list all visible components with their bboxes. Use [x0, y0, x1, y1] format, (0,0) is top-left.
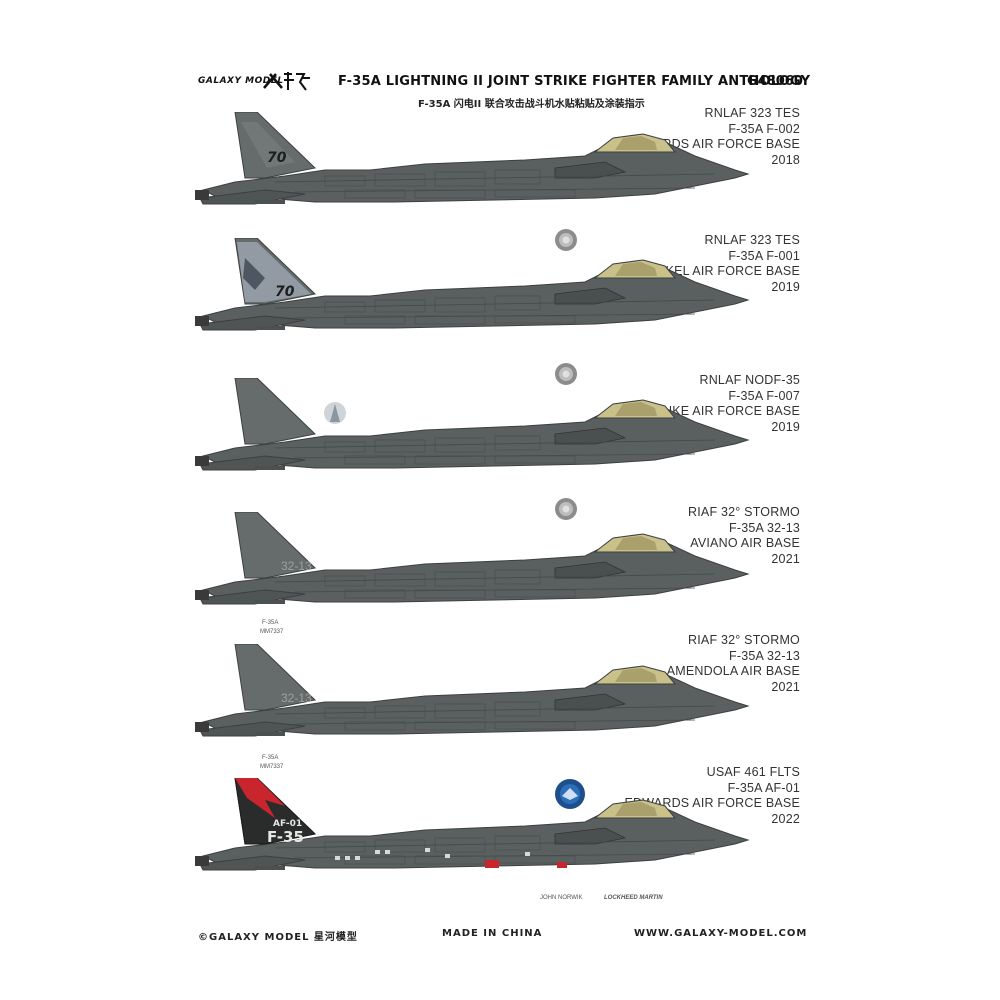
scheme-unit: USAF 461 FLTS [706, 765, 800, 779]
aircraft-profile-1: 70 [195, 112, 750, 222]
aircraft-profile-5: 32-13 [195, 644, 750, 754]
aircraft-profile-6: AF-01 F-35 [195, 778, 750, 888]
scheme-year: 2021 [771, 679, 800, 694]
tail-number: 70 [275, 284, 295, 300]
rear-tag: F-35A [262, 620, 279, 626]
scheme-serial: F-35A 32-13 [729, 648, 800, 663]
maker-logo-text: LOCKHEED MARTIN [604, 895, 663, 901]
scheme-base: LUKE AIR FORCE BASE [655, 404, 800, 418]
tail-code: AF-01 [273, 819, 302, 829]
tail-number: 32-13 [281, 559, 312, 573]
scheme-serial: F-35A 32-13 [729, 520, 800, 535]
sheet-subtitle: F-35A 闪电II 联合攻击战斗机水贴粘贴及涂装指示 [418, 99, 645, 110]
tail-type: F-35 [267, 828, 304, 846]
squadron-patch-icon [555, 779, 585, 809]
scheme-base: AVIANO AIR BASE [690, 536, 800, 550]
rear-tag: F-35A [262, 755, 279, 761]
scheme-unit: RIAF 32° STORMO [688, 633, 800, 647]
scheme-year: 2019 [771, 279, 800, 294]
squadron-emblem-icon [324, 402, 346, 424]
header: GALAXY MODEL F-35A LIGHTNING II JOINT ST… [0, 72, 1000, 112]
scheme-unit: RIAF 32° STORMO [688, 505, 800, 519]
scheme-caption-3: RNLAF NODF-35 F-35A F-007 LUKE AIR FORCE… [580, 373, 800, 435]
website-link[interactable]: WWW.GALAXY-MODEL.COM [634, 928, 808, 939]
scheme-base: AMENDOLA AIR BASE [666, 664, 800, 678]
scheme-serial: F-35A F-002 [728, 121, 800, 136]
brand-name: GALAXY MODEL [198, 76, 284, 86]
tail-number: 70 [267, 150, 287, 166]
scheme-serial: F-35A AF-01 [727, 780, 800, 795]
galaxy-logo-icon [263, 72, 310, 91]
made-in: MADE IN CHINA [442, 928, 543, 939]
sheet-title: F-35A LIGHTNING II JOINT STRIKE FIGHTER … [338, 74, 811, 89]
scheme-caption-4: RIAF 32° STORMO F-35A 32-13 AVIANO AIR B… [580, 505, 800, 567]
copyright: ©GALAXY MODEL 星河模型 [198, 932, 358, 943]
scheme-caption-6: USAF 461 FLTS F-35A AF-01 EDWARDS AIR FO… [580, 765, 800, 827]
scheme-year: 2022 [771, 811, 800, 826]
pilot-name: JOHN NORWIK [540, 895, 583, 901]
scheme-year: 2018 [771, 152, 800, 167]
scheme-base: EDWARDS AIR FORCE BASE [624, 796, 800, 810]
scheme-unit: RNLAF NODF-35 [699, 373, 800, 387]
scheme-caption-5: RIAF 32° STORMO F-35A 32-13 AMENDOLA AIR… [580, 633, 800, 695]
scheme-unit: RNLAF 323 TES [704, 233, 800, 247]
product-code: G48060 [747, 74, 803, 89]
roundel-icon [555, 363, 577, 385]
scheme-serial: F-35A F-001 [728, 248, 800, 263]
scheme-year: 2021 [771, 551, 800, 566]
scheme-unit: RNLAF 323 TES [704, 106, 800, 120]
aircraft-profile-3 [195, 378, 750, 488]
aircraft-profile-2: 70 [195, 238, 750, 348]
rear-serial: MM7337 [260, 629, 284, 635]
roundel-icon [555, 229, 577, 251]
scheme-year: 2019 [771, 419, 800, 434]
scheme-serial: F-35A F-007 [728, 388, 800, 403]
rear-serial: MM7337 [260, 764, 284, 770]
tail-number: 32-13 [281, 691, 312, 705]
roundel-icon [555, 498, 577, 520]
aircraft-profile-4: 32-13 [195, 512, 750, 622]
